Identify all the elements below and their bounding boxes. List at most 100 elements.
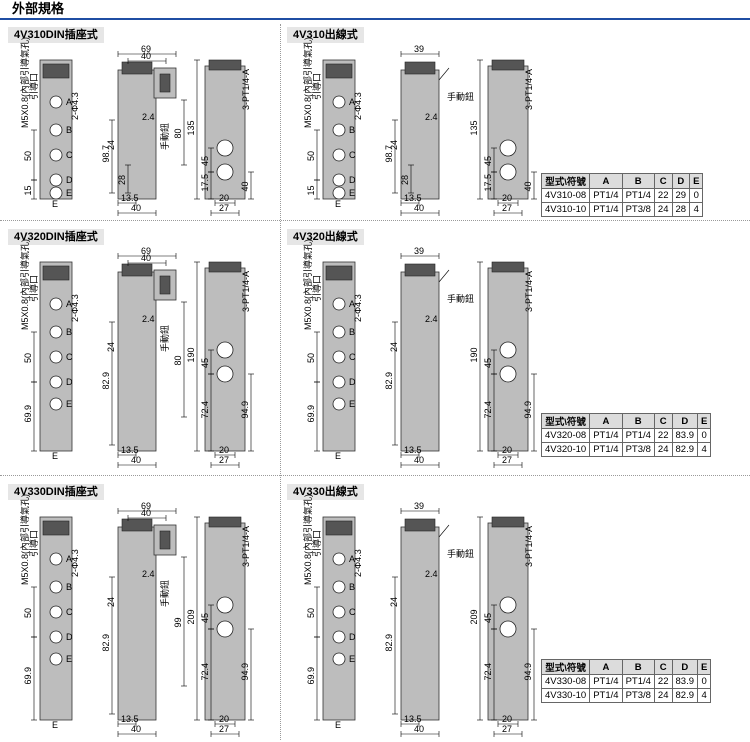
- table-cell: 4V320-08: [540, 428, 591, 443]
- dim-side-width-label: 69: [141, 501, 151, 511]
- coil-cap-front: [42, 265, 70, 281]
- spec-table-header: 型式\符號 A B C D E: [540, 173, 704, 189]
- dim-end-h4-label: 94.9: [523, 401, 533, 419]
- dim-side-b2-label: 40: [131, 724, 141, 734]
- dim-side-b2-label: 40: [414, 203, 424, 213]
- port-thread-note: 3-PT1/4-A: [524, 526, 534, 567]
- port-label-b: B: [66, 125, 72, 135]
- dim-front-pitch-label: 50: [306, 151, 316, 161]
- lead-wire: [438, 269, 450, 283]
- coil-cap-front: [325, 63, 353, 79]
- coil-top-side: [404, 61, 436, 75]
- port-label-d: D: [349, 175, 356, 185]
- header-cell: C: [653, 173, 673, 189]
- dim-side-2-4: 2.4: [425, 569, 438, 579]
- coil-top-end: [491, 261, 525, 273]
- dim-side-h2: 24: [106, 597, 116, 607]
- table-cell: 24: [653, 442, 673, 457]
- port-label-d: D: [66, 175, 73, 185]
- dim-end-b2-label: 27: [219, 455, 229, 465]
- manual-button-note: 手動鈕: [159, 580, 170, 607]
- port-hole-b: [499, 365, 517, 383]
- table-cell: PT1/4: [589, 442, 623, 457]
- dim-side-width-label: 69: [141, 246, 151, 256]
- port-hole: [49, 605, 63, 619]
- table-cell: PT1/4: [589, 428, 623, 443]
- dim-front-bottom-label: 15: [23, 185, 33, 195]
- dim-end-height-label: 209: [469, 609, 479, 624]
- section-label-4v310-din: 4V310DIN插座式: [8, 27, 104, 43]
- port-hole-b: [499, 620, 517, 638]
- port-hole: [49, 552, 63, 566]
- table-cell: PT1/4: [621, 428, 655, 443]
- dim-side-2-4: 2.4: [142, 112, 155, 122]
- header-cell: A: [589, 659, 623, 675]
- dim-side-b1-label: 13.5: [404, 445, 422, 455]
- dim-front-pitch-label: 50: [23, 608, 33, 618]
- dim-front-bottom-label: 15: [306, 185, 316, 195]
- dim-side-b2-label: 40: [131, 203, 141, 213]
- header-cell: B: [621, 173, 655, 189]
- table-cell: 4V330-10: [540, 688, 591, 703]
- header-cell: A: [589, 413, 623, 429]
- port-label-a: A: [66, 299, 72, 309]
- dim-end-pitch-label: 45: [200, 358, 210, 368]
- din-plug: [159, 73, 171, 93]
- manual-button-note: 手動鈕: [447, 91, 474, 102]
- table-cell: 4: [696, 688, 712, 703]
- port-label-c: C: [66, 150, 73, 160]
- table-row: 4V310-10 PT1/4 PT3/8 24 28 4: [540, 202, 704, 217]
- dim-end-pitch-label: 45: [483, 358, 493, 368]
- table-cell: PT3/8: [621, 688, 655, 703]
- dim-end-h3-label: 72.4: [200, 401, 210, 419]
- port-hole: [332, 95, 346, 109]
- dim-side-h3-label: 28: [117, 175, 127, 185]
- dim-side-connector-label: 40: [141, 253, 151, 263]
- dim-front-pitch-label: 50: [306, 353, 316, 363]
- valve-body-side: [117, 69, 157, 200]
- port-label-c: C: [349, 150, 356, 160]
- dim-side-b1-label: 13.5: [404, 714, 422, 724]
- port-thread-note: 3-PT1/4-A: [524, 69, 534, 110]
- dim-front-bottom-label: 69.9: [23, 405, 33, 423]
- table-cell: PT3/8: [621, 202, 655, 217]
- table-cell: 0: [696, 428, 712, 443]
- port-thread-note: 3-PT1/4-A: [241, 271, 251, 312]
- page-title: 外部規格: [12, 1, 65, 16]
- table-cell: 4V310-10: [540, 202, 591, 217]
- dim-end-b1-label: 20: [219, 714, 229, 724]
- dim-side-b2-label: 40: [414, 724, 424, 734]
- header-cell: E: [696, 413, 712, 429]
- dim-side-h3-label: 28: [400, 175, 410, 185]
- section-label-4v320-din: 4V320DIN插座式: [8, 229, 104, 245]
- port-hole-b: [216, 620, 234, 638]
- dim-end-b1-label: 20: [219, 445, 229, 455]
- header-cell: D: [671, 173, 691, 189]
- header-cell: C: [653, 659, 673, 675]
- port-hole: [332, 630, 346, 644]
- port-hole: [49, 652, 63, 666]
- coil-top-side: [121, 263, 153, 277]
- dim-side-2-4: 2.4: [425, 112, 438, 122]
- coil-top-end: [491, 59, 525, 71]
- port-hole: [332, 350, 346, 364]
- spec-table-4v320: 型式\符號 A B C D E 4V320-08 PT1/4 PT1/4 22 …: [540, 413, 712, 457]
- port-hole: [49, 95, 63, 109]
- dim-side-h2: 24: [106, 342, 116, 352]
- port-label-a: A: [66, 554, 72, 564]
- dim-side-h1-label: 98.7: [384, 145, 394, 163]
- port-hole: [49, 350, 63, 364]
- thread-note: M5X0.8(內部引導氣孔): [302, 37, 313, 128]
- header-cell: B: [621, 413, 655, 429]
- row-divider-1: [0, 220, 750, 221]
- table-cell: 4V310-08: [540, 188, 591, 203]
- coil-top-side: [404, 518, 436, 532]
- table-row: 4V330-08 PT1/4 PT1/4 22 83.9 0: [540, 674, 712, 689]
- section-label-4v320-lead: 4V320出線式: [287, 229, 364, 245]
- port-hole: [49, 630, 63, 644]
- row-divider-2: [0, 475, 750, 476]
- section-label-4v310-lead: 4V310出線式: [287, 27, 364, 43]
- dim-end-h3-label: 72.4: [483, 401, 493, 419]
- page-header: 外部規格: [0, 0, 750, 22]
- thread-note: M5X0.8(內部引導氣孔): [302, 239, 313, 330]
